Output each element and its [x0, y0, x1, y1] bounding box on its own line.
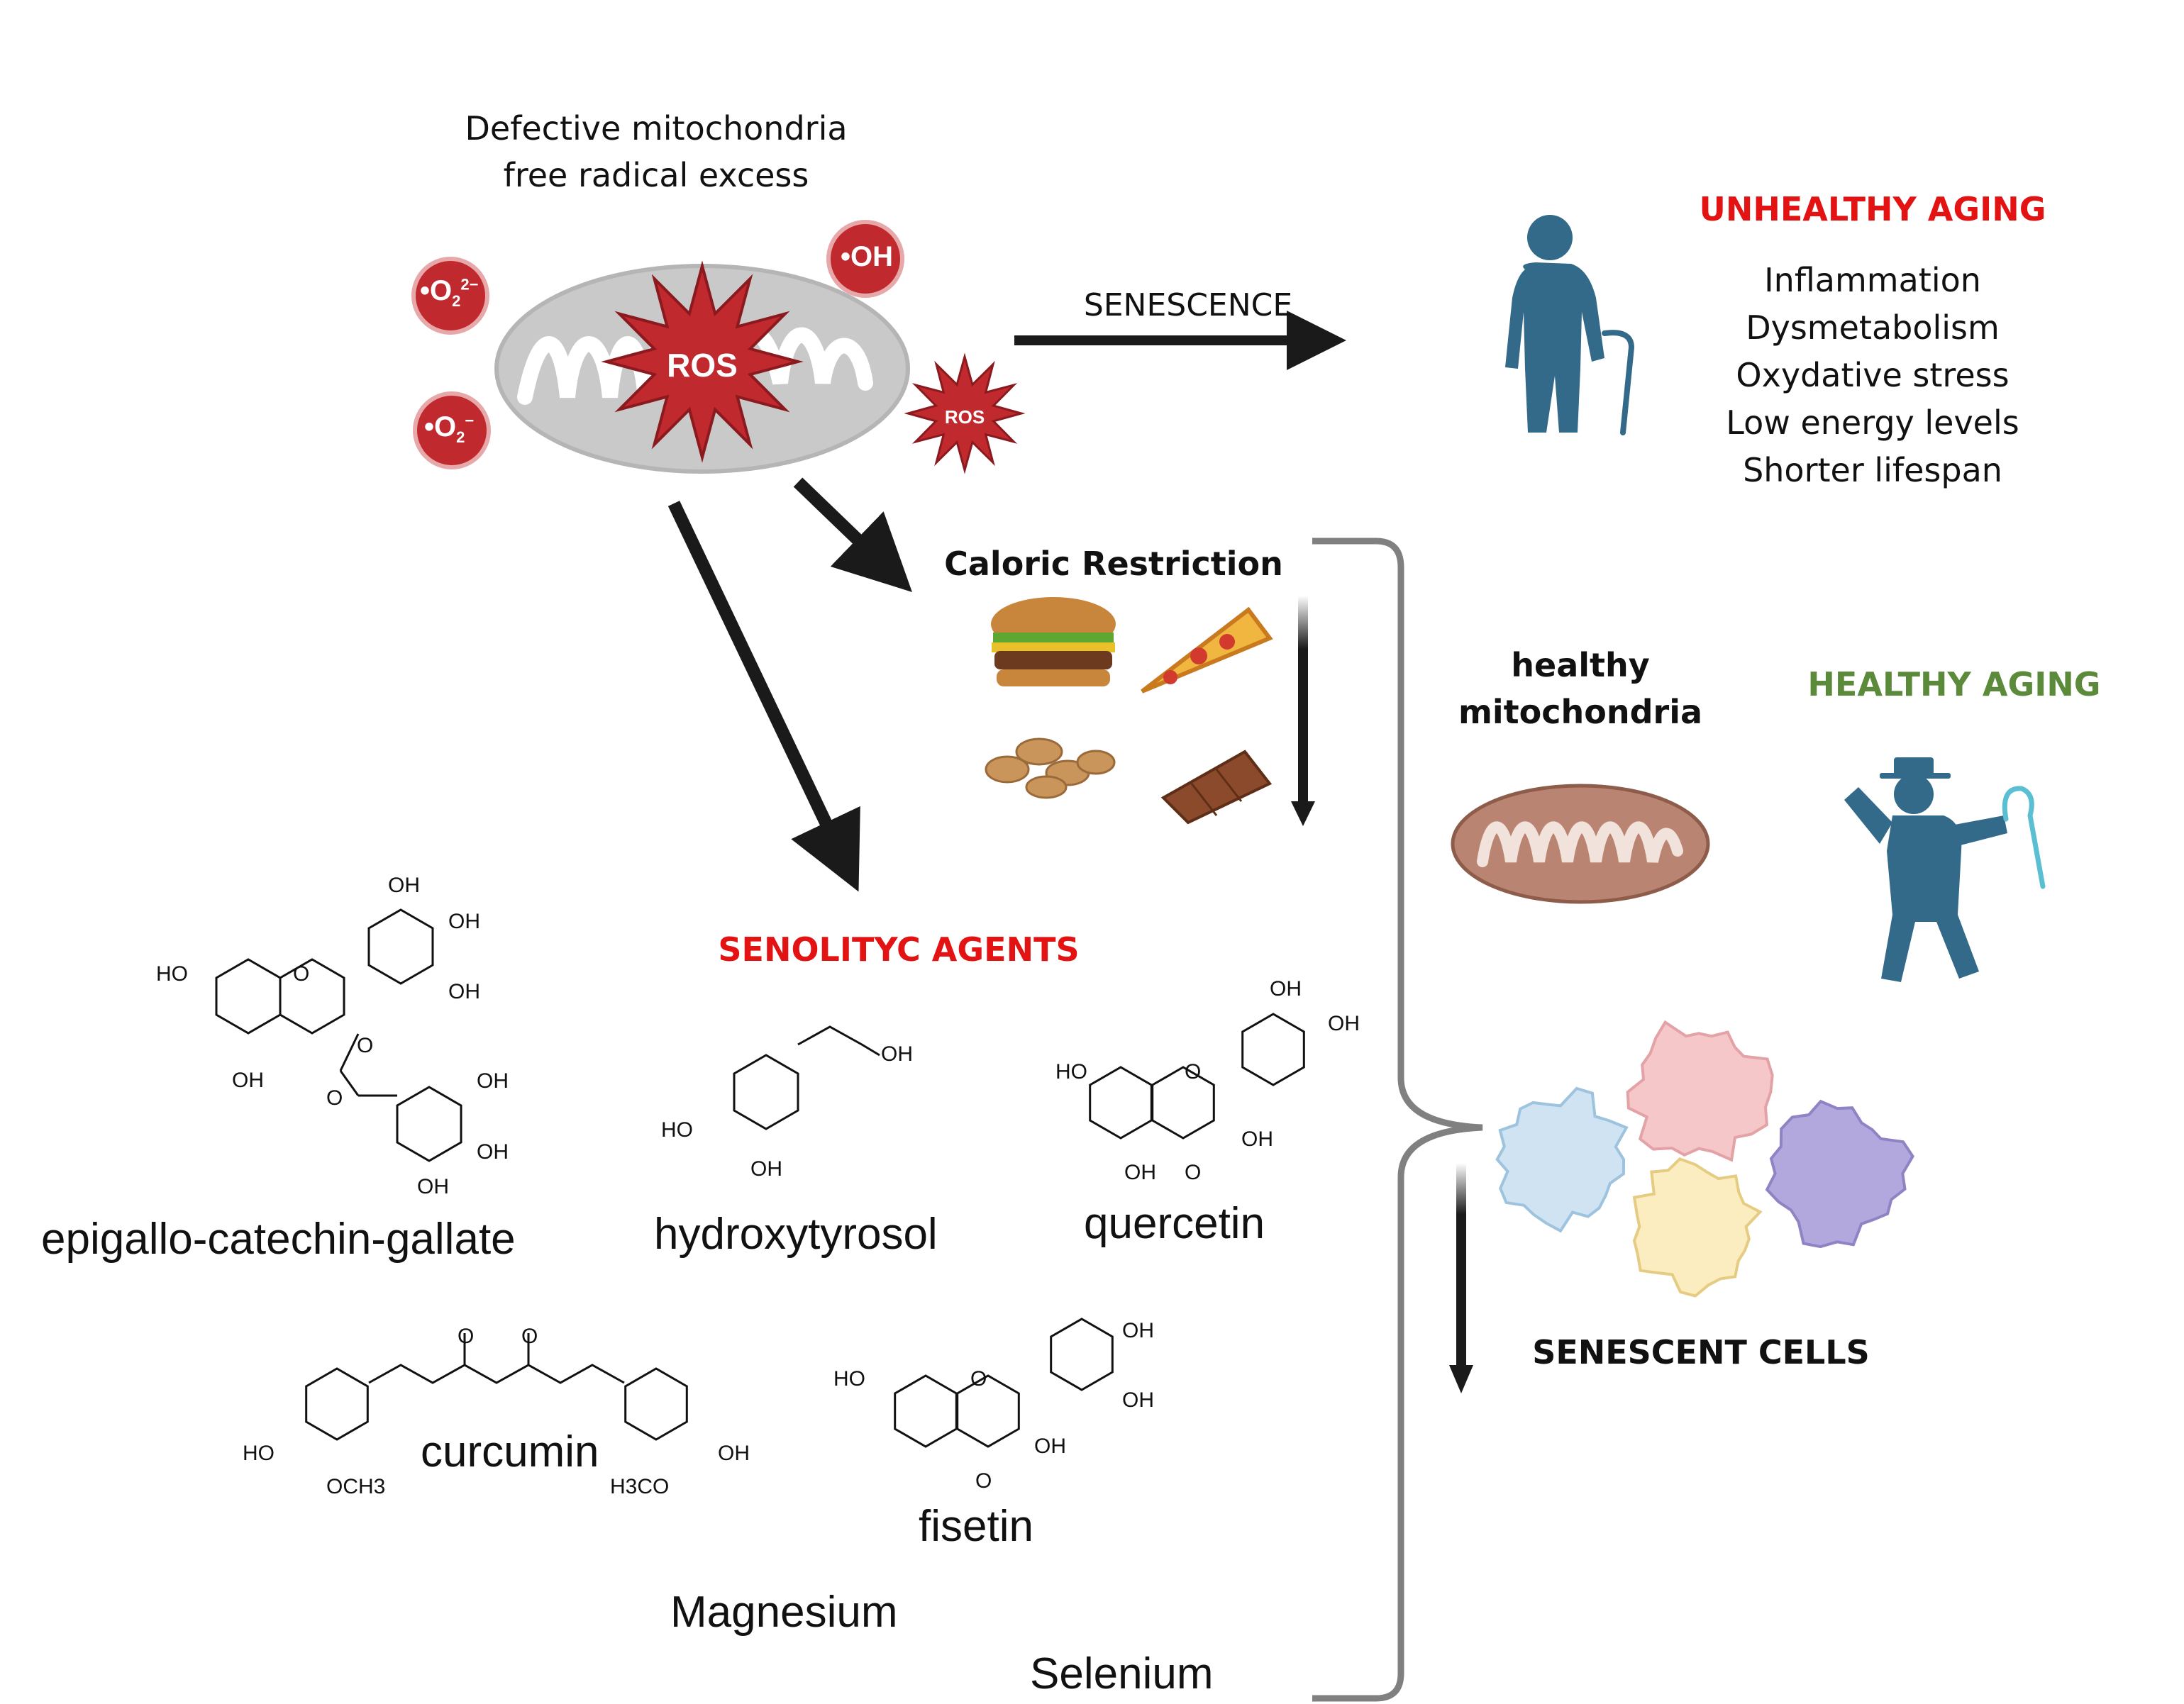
selenium-label: Selenium	[1030, 1649, 1214, 1698]
atom-label: HO	[661, 1118, 693, 1142]
superoxide-label: •O2−	[424, 411, 475, 446]
magnesium-label: Magnesium	[670, 1588, 898, 1637]
unhealthy-item: Oxydative stress	[1736, 356, 2010, 394]
hydroxytyrosol-structure	[733, 1025, 880, 1130]
atom-label: H3CO	[610, 1475, 670, 1498]
atom-label: OH	[417, 1175, 449, 1198]
senescent-cells-label: SENESCENT CELLS	[1532, 1333, 1870, 1371]
curcumin-structure	[305, 1333, 688, 1441]
atom-label: OH	[1122, 1319, 1154, 1342]
healthy-aging-title: HEALTHY AGING	[1807, 665, 2101, 703]
unhealthy-item: Low energy levels	[1726, 403, 2019, 442]
atom-label: HO	[156, 962, 188, 986]
atom-label: O	[970, 1367, 987, 1391]
atom-label: O	[975, 1469, 992, 1493]
ros-burst-large	[601, 260, 804, 463]
arrow-to-senolytic-agents	[667, 501, 860, 892]
dancing-person-icon	[1844, 757, 2046, 982]
atom-label: O	[1185, 1161, 1202, 1184]
atom-label: HO	[243, 1442, 275, 1465]
caloric-restriction-label: Caloric Restriction	[944, 545, 1283, 583]
atom-label: O	[293, 962, 310, 986]
quercetin-structure	[1089, 1013, 1305, 1140]
atom-label: OH	[232, 1069, 264, 1092]
quercetin-name: quercetin	[1084, 1199, 1265, 1248]
hydroxyl-label: •OH	[841, 241, 894, 272]
atom-label: OH	[388, 874, 420, 897]
hydroxyl-text: OH	[850, 241, 894, 272]
healthy-mitochondrion	[1451, 784, 1710, 904]
chocolate-icon	[1160, 750, 1273, 825]
atom-label: OH	[1034, 1435, 1066, 1458]
pizza-icon	[1141, 606, 1273, 694]
atom-label: OH	[881, 1042, 913, 1066]
atom-label: O	[458, 1325, 475, 1348]
unhealthy-aging-title: UNHEALTHY AGING	[1699, 190, 2046, 228]
ros-burst-small	[904, 352, 1026, 474]
hydroxytyrosol-name: hydroxytyrosol	[654, 1210, 938, 1259]
senolytic-agents-title: SENOLITYC AGENTS	[718, 930, 1080, 969]
egcg-name: epigallo-catechin-gallate	[41, 1215, 516, 1264]
superoxide-circle	[413, 391, 491, 469]
senescent-down-arrow-head	[1449, 1365, 1473, 1393]
atom-label: OH	[477, 1069, 509, 1093]
atom-label: OH	[1270, 977, 1302, 1001]
atom-label: OH	[477, 1140, 509, 1164]
atom-label: OH	[718, 1442, 750, 1465]
atom-label: OH	[1241, 1127, 1273, 1151]
top-caption-line1: Defective mitochondria	[465, 109, 848, 147]
senescent-cell-purple	[1765, 1099, 1914, 1249]
superoxide-dianion-label: •O22−	[420, 275, 479, 310]
atom-label: OH	[1122, 1388, 1154, 1412]
top-caption-line2: free radical excess	[503, 156, 809, 194]
unhealthy-item: Dysmetabolism	[1746, 308, 2000, 347]
atom-label: OH	[750, 1157, 782, 1181]
atom-label: O	[1185, 1060, 1202, 1084]
arrow-to-caloric-restriction	[793, 477, 912, 592]
atom-label: OH	[448, 980, 480, 1003]
atom-label: HO	[833, 1367, 865, 1391]
caloric-down-arrow-head	[1291, 801, 1315, 826]
atom-label: O	[521, 1325, 538, 1348]
senescent-cell-pink	[1626, 1020, 1774, 1162]
atom-label: OH	[1124, 1161, 1156, 1184]
senescence-label: SENESCENCE	[1083, 287, 1293, 323]
curly-brace	[1312, 538, 1483, 1702]
atom-label: OCH3	[326, 1475, 386, 1498]
fisetin-structure	[894, 1318, 1114, 1448]
atom-label: HO	[1055, 1060, 1087, 1084]
egcg-structure	[215, 908, 462, 1162]
caloric-down-arrow-shaft	[1298, 596, 1308, 808]
elderly-person-icon	[1505, 215, 1635, 435]
senescent-cell-yellow	[1632, 1157, 1763, 1298]
healthy-mito-line2: mitochondria	[1458, 693, 1703, 731]
hydroxyl-circle	[826, 220, 904, 298]
curcumin-name: curcumin	[421, 1427, 599, 1476]
fisetin-name: fisetin	[919, 1502, 1033, 1551]
unhealthy-aging-list: Inflammation Dysmetabolism Oxydative str…	[1726, 257, 2019, 494]
atom-label: O	[357, 1034, 374, 1057]
ros-small-label: ROS	[944, 406, 985, 428]
burger-icon	[991, 597, 1116, 686]
unhealthy-item: Shorter lifespan	[1743, 451, 2002, 489]
senescent-cell-blue	[1495, 1086, 1629, 1233]
peanuts-icon	[985, 737, 1116, 799]
healthy-mitochondria-label: healthy mitochondria	[1458, 642, 1702, 735]
superoxide-dianion-circle	[411, 257, 489, 335]
atom-label: OH	[448, 910, 480, 933]
ros-large-label: ROS	[667, 347, 738, 384]
atom-label: O	[326, 1086, 343, 1110]
senescent-down-arrow-shaft	[1456, 1163, 1466, 1369]
healthy-mito-line1: healthy	[1511, 646, 1650, 684]
unhealthy-item: Inflammation	[1764, 261, 1981, 299]
atom-label: OH	[1328, 1012, 1360, 1035]
top-caption: Defective mitochondria free radical exce…	[465, 105, 847, 199]
